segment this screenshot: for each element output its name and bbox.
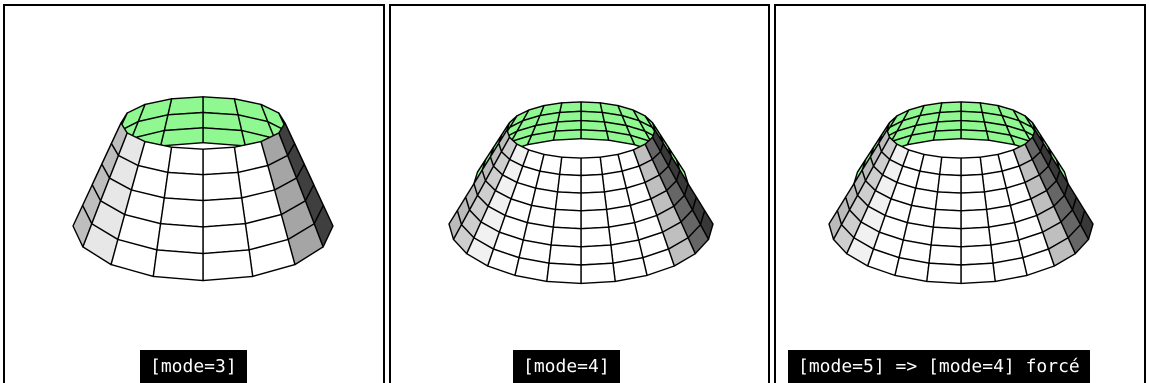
mesh-face	[932, 129, 962, 141]
mesh-face	[580, 129, 610, 141]
mesh-face	[163, 171, 204, 202]
mesh-face	[580, 208, 610, 230]
mesh-face	[938, 156, 962, 177]
mesh-face	[936, 173, 962, 194]
mesh-face	[960, 208, 990, 230]
panel-mode-3: [mode=3]	[3, 4, 385, 383]
mesh-face	[580, 191, 608, 212]
mesh-face	[152, 249, 204, 282]
mesh-face	[580, 226, 612, 248]
mode-label: [mode=5] => [mode=4] forcé	[788, 350, 1090, 383]
mesh-face	[202, 146, 239, 176]
mesh-face	[202, 96, 239, 116]
truncated-cone-mesh	[72, 96, 334, 282]
mesh-face	[960, 262, 996, 285]
mesh-face	[202, 171, 243, 202]
mesh-face	[960, 226, 992, 248]
mesh-face	[960, 244, 994, 266]
mesh-face	[556, 173, 582, 194]
mesh-face	[930, 226, 962, 248]
mesh-face	[550, 226, 582, 248]
mesh-face	[159, 197, 204, 228]
mesh-face	[202, 222, 250, 255]
panel-mode-4: [mode=4]	[389, 4, 770, 383]
mesh-face	[932, 208, 962, 230]
mesh-face	[202, 249, 254, 282]
mesh-face	[552, 208, 582, 230]
mesh-face	[156, 222, 204, 255]
mesh-face	[554, 191, 582, 212]
mesh-face	[960, 129, 990, 141]
mesh-face	[167, 146, 204, 176]
truncated-cone-mesh	[828, 101, 1094, 285]
mesh-face	[558, 156, 582, 177]
mesh-face	[167, 96, 204, 116]
mesh-face	[552, 129, 582, 141]
truncated-cone-mesh	[448, 101, 714, 285]
mesh-face	[960, 173, 986, 194]
mesh-face	[580, 173, 606, 194]
mesh-face	[928, 244, 962, 266]
panel-mode-5-forced-4: [mode=5] => [mode=4] forcé	[774, 4, 1146, 383]
mode-label: [mode=3]	[140, 350, 247, 383]
mesh-face	[960, 191, 988, 212]
mesh-face	[960, 156, 984, 177]
mesh-face	[934, 191, 962, 212]
mesh-face	[202, 127, 247, 147]
mesh-face	[159, 127, 204, 147]
mesh-face	[548, 244, 582, 266]
mesh-face	[580, 262, 616, 285]
mesh-face	[926, 262, 962, 285]
mesh-face	[546, 262, 582, 285]
mode-label: [mode=4]	[513, 350, 620, 383]
mesh-face	[202, 197, 247, 228]
mesh-face	[580, 156, 604, 177]
mesh-face	[580, 244, 614, 266]
